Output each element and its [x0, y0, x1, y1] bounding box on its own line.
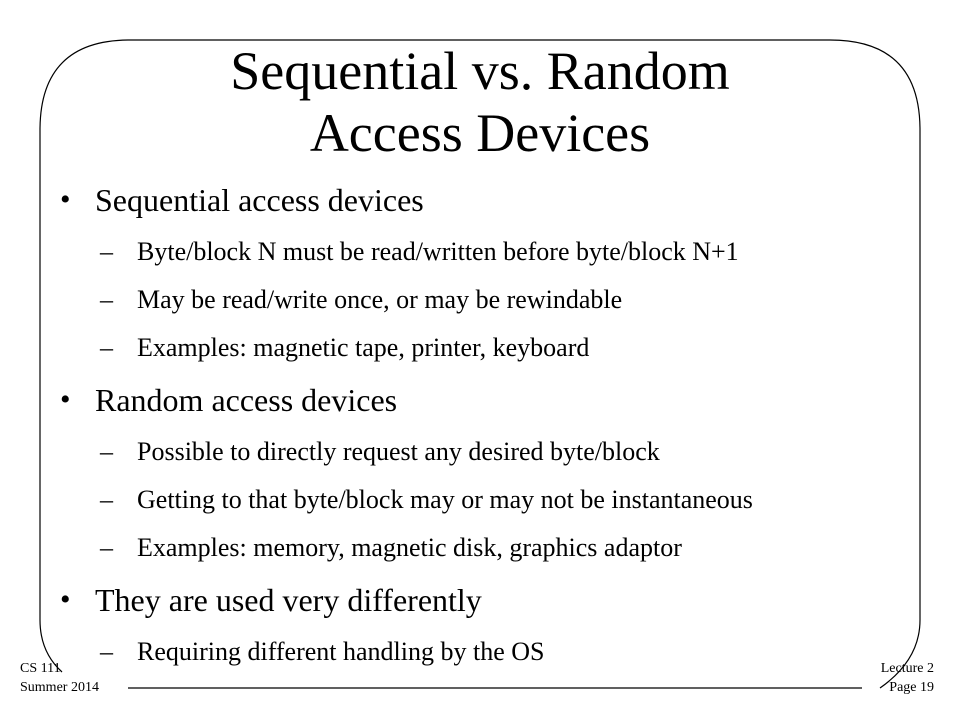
bullet-item: • Random access devices: [60, 372, 920, 428]
sub-bullet-dash: –: [100, 285, 113, 314]
bullet-text: They are used very differently: [95, 582, 482, 618]
footer-lecture: Lecture 2: [880, 661, 934, 676]
footer-course-info: CS 111 Summer 2014: [20, 659, 99, 697]
sub-bullet-dash: –: [100, 637, 113, 666]
bullet-item: • Sequential access devices: [60, 172, 920, 228]
sub-bullet-item: – Getting to that byte/block may or may …: [60, 476, 920, 524]
sub-bullet-dash: –: [100, 485, 113, 514]
bullet-dot: •: [60, 583, 71, 616]
slide-title-line-1: Sequential vs. Random: [230, 41, 730, 101]
sub-bullet-dash: –: [100, 237, 113, 266]
sub-bullet-text: Byte/block N must be read/written before…: [137, 237, 739, 266]
sub-bullet-item: – Examples: memory, magnetic disk, graph…: [60, 524, 920, 572]
footer-term: Summer 2014: [20, 680, 99, 695]
footer-page-info: Lecture 2 Page 19: [868, 659, 934, 697]
sub-bullet-text: Possible to directly request any desired…: [137, 437, 660, 466]
sub-bullet-item: – Requiring different handling by the OS: [60, 628, 920, 676]
bullet-dot: •: [60, 383, 71, 416]
sub-bullet-text: Requiring different handling by the OS: [137, 637, 545, 666]
sub-bullet-text: Examples: magnetic tape, printer, keyboa…: [137, 333, 590, 362]
bullet-text: Random access devices: [95, 382, 398, 418]
sub-bullet-dash: –: [100, 437, 113, 466]
sub-bullet-dash: –: [100, 533, 113, 562]
sub-bullet-text: May be read/write once, or may be rewind…: [137, 285, 623, 314]
sub-bullet-text: Examples: memory, magnetic disk, graphic…: [137, 533, 682, 562]
sub-bullet-item: – May be read/write once, or may be rewi…: [60, 276, 920, 324]
slide-title-line-2: Access Devices: [309, 103, 651, 163]
slide-body: • Sequential access devices – Byte/block…: [60, 172, 920, 676]
sub-bullet-dash: –: [100, 333, 113, 362]
bullet-dot: •: [60, 183, 71, 216]
sub-bullet-item: – Examples: magnetic tape, printer, keyb…: [60, 324, 920, 372]
footer-page-number: Page 19: [889, 680, 934, 695]
bullet-item: • They are used very differently: [60, 572, 920, 628]
slide-title: Sequential vs. Random Access Devices: [0, 40, 960, 164]
sub-bullet-text: Getting to that byte/block may or may no…: [137, 485, 753, 514]
sub-bullet-item: – Possible to directly request any desir…: [60, 428, 920, 476]
footer-course: CS 111: [20, 661, 61, 676]
sub-bullet-item: – Byte/block N must be read/written befo…: [60, 228, 920, 276]
bullet-text: Sequential access devices: [95, 182, 424, 218]
